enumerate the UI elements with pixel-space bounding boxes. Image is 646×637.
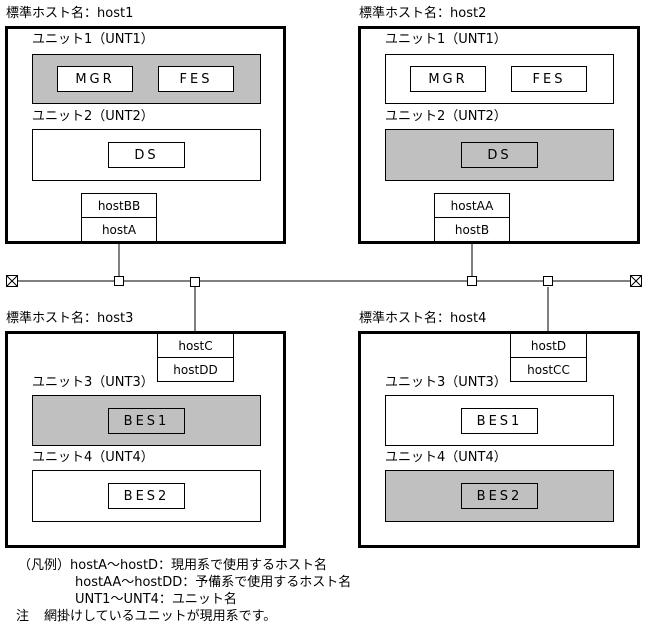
right-terminator-icon bbox=[630, 275, 642, 287]
host3-box: ユニット3（UNT3） BES1 ユニット4（UNT4） BES2 bbox=[5, 331, 286, 548]
host2-unit1-box: MGR FES bbox=[385, 54, 614, 104]
host4-address-box: hostD hostCC bbox=[510, 333, 587, 382]
host1-title: 標準ホスト名：host1 bbox=[6, 6, 134, 21]
host3-bes1-server: BES1 bbox=[108, 408, 185, 434]
left-terminator-icon bbox=[6, 275, 18, 287]
host4-bes2-server: BES2 bbox=[461, 483, 538, 509]
host1-unit1-box: MGR FES bbox=[32, 54, 261, 104]
host1-unit2-label: ユニット2（UNT2） bbox=[32, 109, 154, 124]
legend-line-3: UNT1～UNT4：ユニット名 bbox=[75, 592, 237, 607]
host2-ds-server: DS bbox=[461, 142, 538, 168]
host3-title: 標準ホスト名：host3 bbox=[6, 311, 134, 326]
host4-box: ユニット3（UNT3） BES1 ユニット4（UNT4） BES2 bbox=[358, 331, 640, 548]
host4-unit4-label: ユニット4（UNT4） bbox=[385, 450, 507, 465]
legend: （凡例）hostA～hostD：現用系で使用するホスト名 hostAA～host… bbox=[16, 557, 351, 625]
host4-standby-hostname: hostCC bbox=[511, 357, 586, 381]
host1-address-box: hostBB hostA bbox=[81, 193, 157, 242]
host3-unit4-box: BES2 bbox=[32, 470, 261, 522]
host3-unit3-box: BES1 bbox=[32, 395, 261, 446]
host3-active-hostname: hostC bbox=[178, 338, 213, 353]
host4-active-hostname: hostD bbox=[530, 338, 567, 353]
host4-title: 標準ホスト名：host4 bbox=[359, 311, 487, 326]
host2-unit1-label: ユニット1（UNT1） bbox=[385, 32, 507, 47]
legend-line-2: hostAA～hostDD：予備系で使用するホスト名 bbox=[75, 575, 352, 590]
host4-unit3-label: ユニット3（UNT3） bbox=[385, 375, 507, 390]
host2-address-box: hostAA hostB bbox=[434, 193, 510, 242]
legend-note-label: 注 bbox=[16, 609, 30, 624]
host2-active-hostname: hostB bbox=[435, 217, 509, 241]
legend-note-text: 網掛けしているユニットが現用系です。 bbox=[44, 609, 277, 624]
host1-unit2-box: DS bbox=[32, 129, 261, 181]
legend-note-row: 注網掛けしているユニットが現用系です。 bbox=[16, 608, 351, 625]
host1-box: ユニット1（UNT1） MGR FES ユニット2（UNT2） DS bbox=[5, 26, 286, 244]
host4-unit3-box: BES1 bbox=[385, 395, 614, 446]
legend-heading: （凡例） bbox=[18, 558, 71, 573]
host1-active-hostname: hostA bbox=[82, 217, 156, 241]
host2-mgr-server: MGR bbox=[410, 66, 486, 92]
host2-title: 標準ホスト名：host2 bbox=[359, 6, 487, 21]
bus-node-host1 bbox=[114, 276, 124, 286]
host1-ds-server: DS bbox=[108, 142, 185, 168]
host1-fes-server: FES bbox=[158, 66, 234, 92]
host3-unit4-label: ユニット4（UNT4） bbox=[32, 450, 154, 465]
bus-node-host4 bbox=[543, 276, 553, 286]
host3-standby-hostname: hostDD bbox=[158, 357, 233, 381]
host3-address-box: hostC hostDD bbox=[157, 333, 234, 382]
host2-unit2-box: DS bbox=[385, 129, 614, 181]
host1-mgr-server: MGR bbox=[57, 66, 133, 92]
host2-fes-server: FES bbox=[511, 66, 587, 92]
legend-row-1: （凡例）hostA～hostD：現用系で使用するホスト名 bbox=[18, 557, 351, 574]
legend-row-3: UNT1～UNT4：ユニット名 bbox=[18, 591, 351, 608]
legend-line-1: hostA～hostD：現用系で使用するホスト名 bbox=[70, 558, 328, 573]
host4-bes1-server: BES1 bbox=[461, 408, 538, 434]
host3-unit3-label: ユニット3（UNT3） bbox=[32, 375, 154, 390]
bus-node-host2 bbox=[467, 276, 477, 286]
host2-standby-hostname: hostAA bbox=[450, 198, 494, 213]
host3-bes2-server: BES2 bbox=[108, 483, 185, 509]
host4-unit4-box: BES2 bbox=[385, 470, 614, 522]
bus-node-host3 bbox=[190, 277, 200, 287]
host1-standby-hostname: hostBB bbox=[97, 198, 141, 213]
legend-row-2: hostAA～hostDD：予備系で使用するホスト名 bbox=[18, 574, 351, 591]
host1-unit1-label: ユニット1（UNT1） bbox=[32, 32, 154, 47]
host2-unit2-label: ユニット2（UNT2） bbox=[385, 109, 507, 124]
